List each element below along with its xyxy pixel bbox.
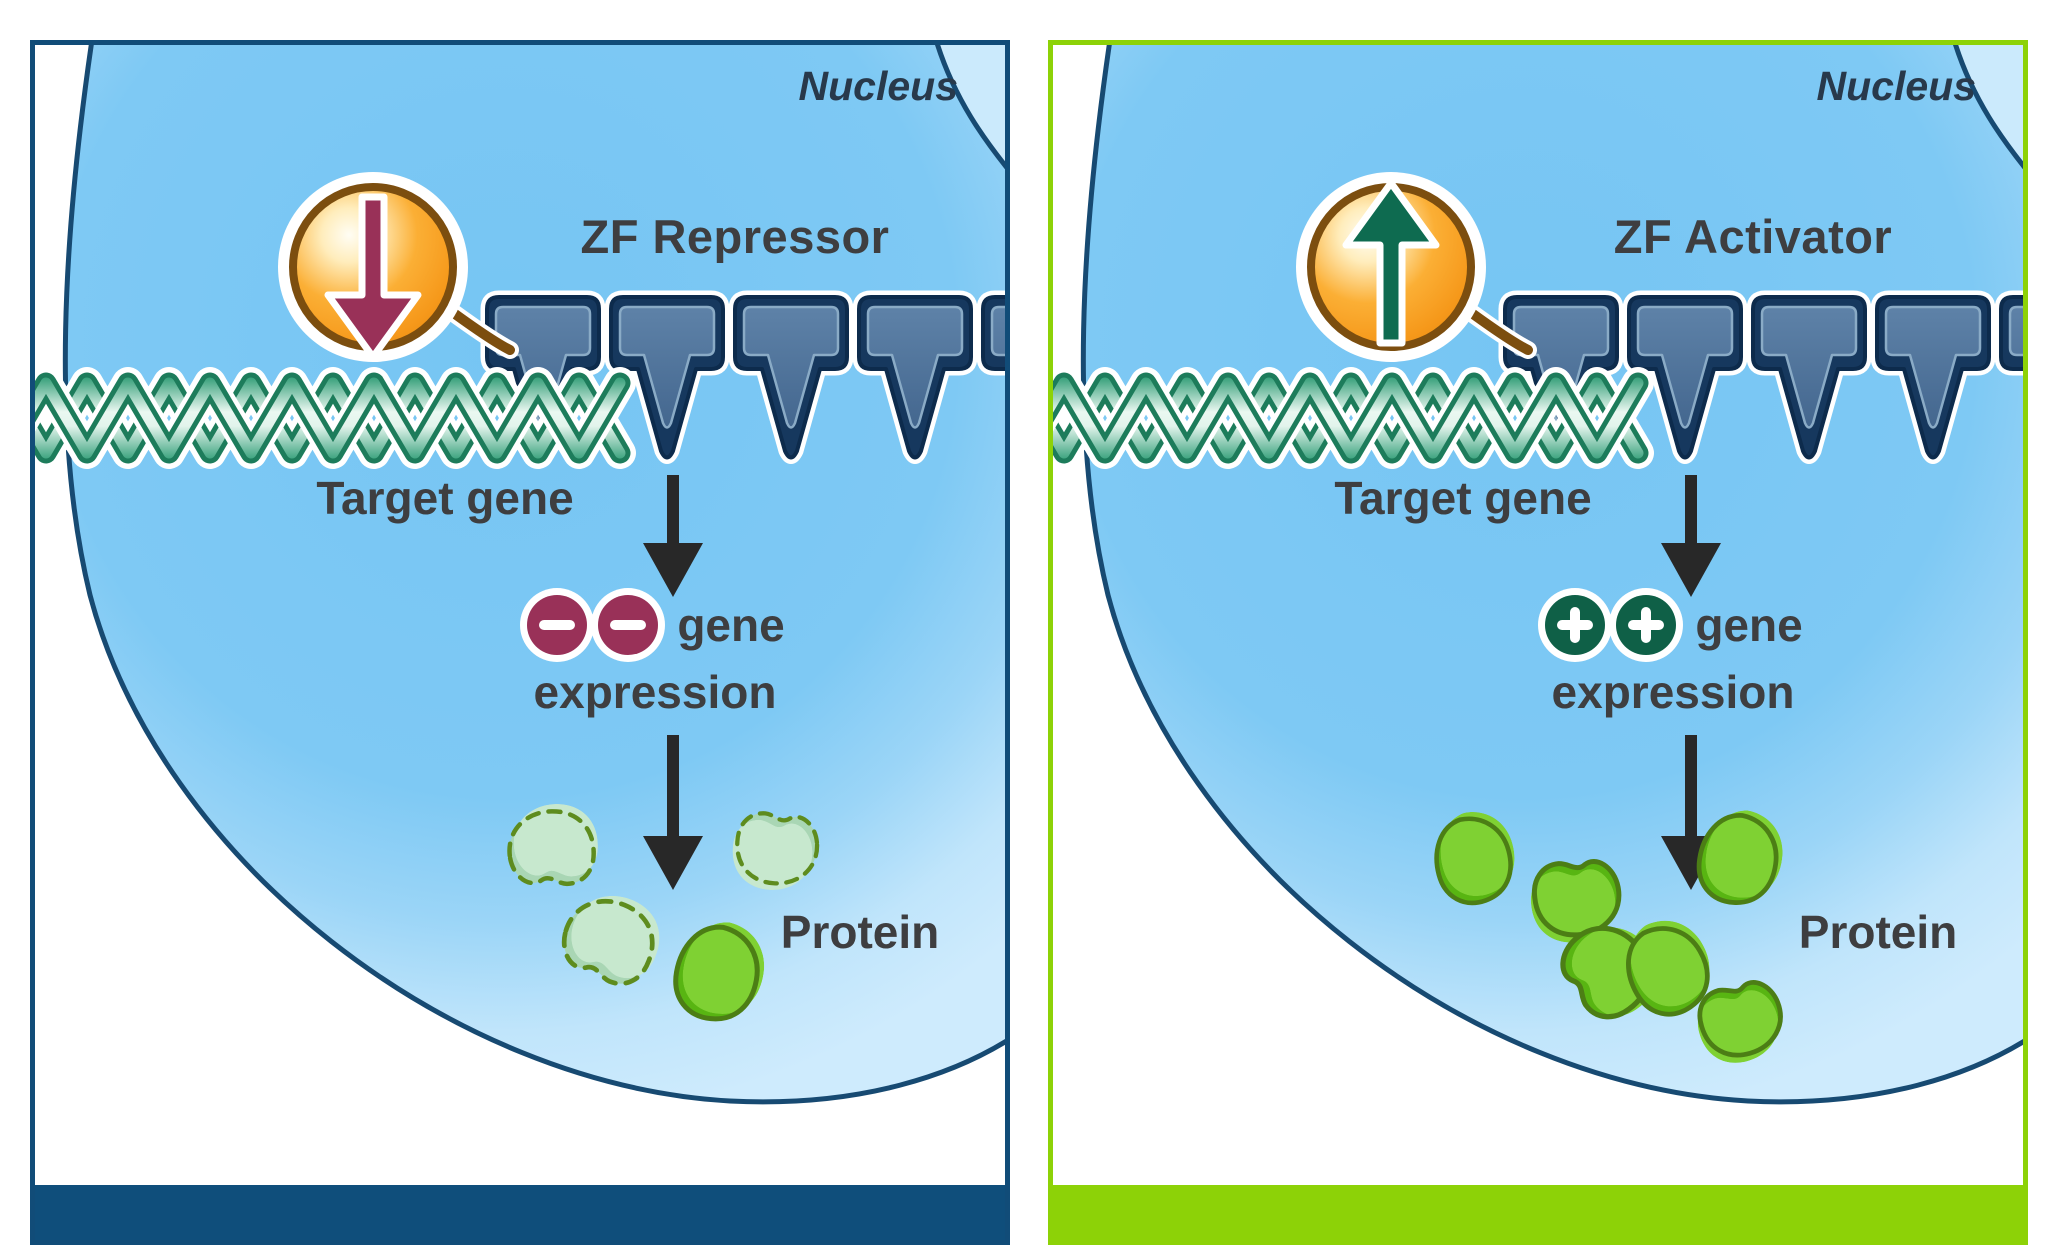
expression-word: expression bbox=[533, 666, 777, 718]
flow-arrow-expression-to-protein bbox=[643, 735, 703, 890]
flow-arrow-dna-to-expression bbox=[643, 475, 703, 597]
gene-expression-line1: gene bbox=[1543, 595, 1803, 655]
gene-expression-annotation: gene expression bbox=[1483, 595, 1863, 719]
protein-blob bbox=[1434, 812, 1515, 906]
panel-title-repressor: ZF Repressor bbox=[580, 210, 890, 263]
panel-title-activator: ZF Activator bbox=[1613, 210, 1893, 263]
faded-protein-blob bbox=[561, 895, 660, 986]
panel-zf-activator: Nucleus ZF Activator Target gene gene ex… bbox=[1048, 40, 2028, 1245]
repressor-artwork bbox=[35, 45, 1005, 1240]
protein-blob bbox=[1697, 980, 1783, 1063]
dna-helix bbox=[35, 367, 636, 469]
zf-protein-sphere bbox=[1296, 172, 1486, 362]
protein-blob bbox=[1696, 810, 1783, 905]
panel-zf-repressor: Nucleus ZF Repressor Target gene gene ex… bbox=[30, 40, 1010, 1245]
zinc-finger-block bbox=[852, 290, 978, 464]
zinc-finger-block bbox=[1994, 290, 2023, 376]
zinc-finger-array bbox=[480, 290, 1005, 464]
zf-protein-sphere bbox=[278, 172, 468, 362]
faded-protein-blob bbox=[732, 811, 820, 890]
faded-protein-blob bbox=[507, 803, 598, 887]
plus-icon bbox=[1545, 595, 1606, 655]
target-gene-label: Target gene bbox=[316, 472, 574, 524]
down-arrow-icon bbox=[324, 193, 422, 361]
zinc-finger-block bbox=[728, 290, 854, 464]
panel-illustration bbox=[1053, 45, 2023, 1105]
gene-word: gene bbox=[1695, 599, 1803, 651]
nucleus-label: Nucleus bbox=[798, 63, 959, 109]
protein-blob bbox=[1626, 920, 1710, 1017]
panel-illustration bbox=[35, 45, 1005, 1105]
flow-arrow-dna-to-expression bbox=[1661, 475, 1721, 597]
bottom-accent-bar bbox=[1053, 1185, 2023, 1240]
nucleus-label: Nucleus bbox=[1816, 63, 1977, 109]
expression-word: expression bbox=[1551, 666, 1795, 718]
target-gene-label: Target gene bbox=[1334, 472, 1592, 524]
plus-icon bbox=[1616, 595, 1677, 655]
zinc-finger-block bbox=[1746, 290, 1872, 464]
protein-blobs bbox=[1434, 810, 1783, 1063]
up-arrow-icon bbox=[1342, 179, 1440, 347]
gene-word: gene bbox=[677, 599, 785, 651]
activator-artwork bbox=[1053, 45, 2023, 1240]
zinc-finger-block bbox=[1622, 290, 1748, 464]
protein-label: Protein bbox=[1798, 906, 1958, 958]
minus-icon bbox=[598, 595, 659, 655]
zinc-finger-block bbox=[604, 290, 730, 464]
gene-expression-line1: gene bbox=[525, 595, 785, 655]
minus-icon bbox=[527, 595, 588, 655]
dna-helix bbox=[1053, 367, 1654, 469]
protein-blob bbox=[673, 922, 765, 1022]
zinc-finger-block bbox=[976, 290, 1005, 376]
zinc-finger-block bbox=[1870, 290, 1996, 464]
gene-expression-annotation: gene expression bbox=[465, 595, 845, 719]
protein-blobs bbox=[507, 803, 820, 1022]
protein-label: Protein bbox=[780, 906, 940, 958]
bottom-accent-bar bbox=[35, 1185, 1005, 1240]
